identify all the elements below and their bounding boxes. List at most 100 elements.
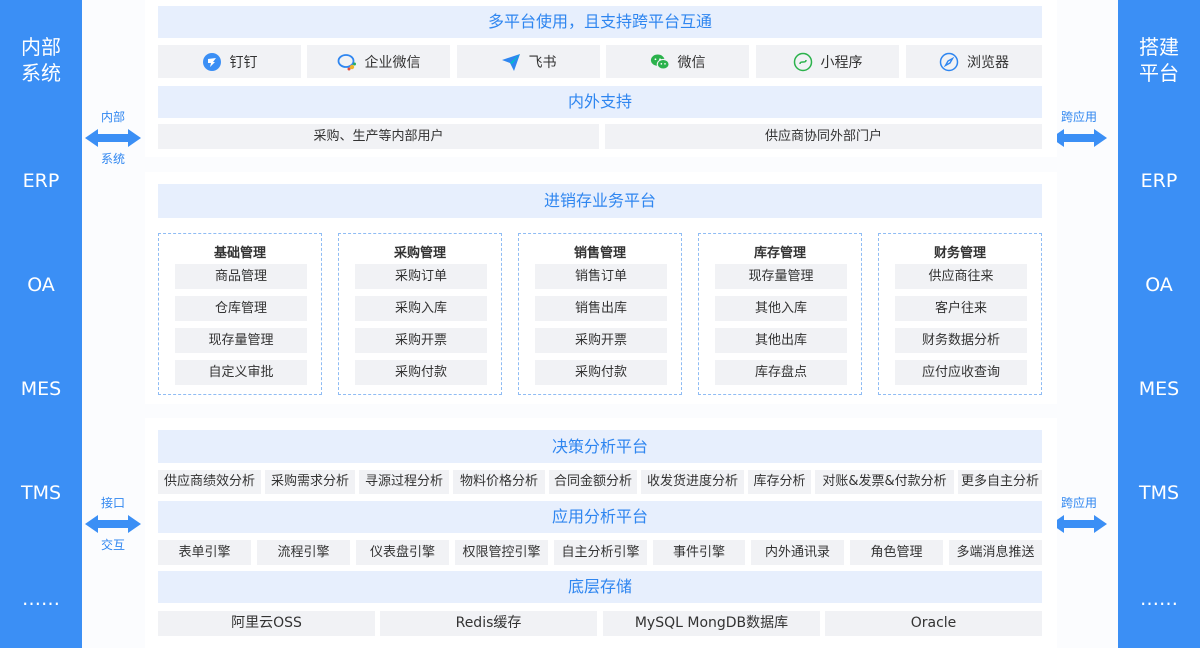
decision-row-item: 更多自主分析	[958, 470, 1042, 494]
business-group-item: 采购付款	[355, 360, 487, 385]
right-item-mes: MES	[1138, 378, 1180, 400]
business-group: 基础管理商品管理仓库管理现存量管理自定义审批	[158, 233, 322, 395]
decision-row-item: 供应商绩效分析	[158, 470, 261, 494]
business-group-item: 库存盘点	[715, 360, 847, 385]
decision-analysis-header: 决策分析平台	[158, 430, 1042, 463]
double-arrow-icon	[1051, 515, 1107, 533]
app-row-item: 自主分析引擎	[554, 540, 647, 565]
platform-miniprogram: 小程序	[756, 45, 899, 78]
multi-platform-header: 多平台使用，且支持跨平台互通	[158, 6, 1042, 38]
miniprogram-icon	[793, 52, 812, 71]
business-group-item: 采购订单	[355, 264, 487, 289]
decision-row-item: 收发货进度分析	[641, 470, 744, 494]
business-group: 销售管理销售订单销售出库采购开票采购付款	[518, 233, 682, 395]
platform-label: 飞书	[528, 54, 557, 71]
platform-feishu: 飞书	[457, 45, 600, 78]
storage-row-item: 阿里云OSS	[158, 611, 375, 636]
decision-row-item: 物料价格分析	[453, 470, 545, 494]
business-group-item: 供应商往来	[895, 264, 1027, 289]
app-row-item: 流程引擎	[257, 540, 350, 565]
left-panel-title-line1: 内部	[21, 35, 61, 59]
business-group: 采购管理采购订单采购入库采购开票采购付款	[338, 233, 502, 395]
dingtalk-icon	[202, 52, 221, 71]
business-group: 库存管理现存量管理其他入库其他出库库存盘点	[698, 233, 862, 395]
business-group-item: 采购入库	[355, 296, 487, 321]
left-internal-systems-panel: 内部 系统 ERP OA MES TMS ……	[0, 0, 82, 648]
business-group-item: 商品管理	[175, 264, 307, 289]
decision-row-item: 合同金额分析	[549, 470, 637, 494]
platform-wecom: 企业微信	[307, 45, 450, 78]
decision-row-item: 寻源过程分析	[359, 470, 449, 494]
left-panel-title: 内部 系统	[0, 34, 82, 86]
business-group-item: 仓库管理	[175, 296, 307, 321]
internal-external-support-header: 内外支持	[158, 86, 1042, 118]
business-group-item: 现存量管理	[715, 264, 847, 289]
business-platform-header: 进销存业务平台	[158, 184, 1042, 218]
wechat-icon	[650, 54, 670, 70]
support-internal-users: 采购、生产等内部用户	[158, 124, 599, 149]
right-top-connector: 跨应用	[1049, 110, 1109, 152]
right-panel-title-line2: 平台	[1139, 61, 1179, 85]
left-item-tms: TMS	[20, 482, 62, 504]
storage-header: 底层存储	[158, 571, 1042, 603]
feishu-icon	[501, 53, 520, 71]
business-group-item: 客户往来	[895, 296, 1027, 321]
app-row-item: 多端消息推送	[949, 540, 1042, 565]
business-group-item: 采购开票	[535, 328, 667, 353]
platform-wechat: 微信	[606, 45, 749, 78]
storage-row-item: Redis缓存	[380, 611, 597, 636]
business-group-item: 采购付款	[535, 360, 667, 385]
left-top-connector-label1: 内部	[100, 110, 125, 124]
business-group-item: 销售订单	[535, 264, 667, 289]
storage-row-item: MySQL MongDB数据库	[603, 611, 820, 636]
double-arrow-icon	[85, 129, 141, 147]
business-group-title: 基础管理	[213, 246, 266, 261]
left-bottom-connector-label2: 交互	[100, 538, 125, 552]
right-top-connector-label: 跨应用	[1060, 110, 1097, 124]
analysis-storage-panel: 决策分析平台 供应商绩效分析采购需求分析寻源过程分析物料价格分析合同金额分析收发…	[145, 418, 1057, 648]
double-arrow-icon	[85, 515, 141, 533]
left-item-oa: OA	[27, 274, 55, 296]
right-bottom-connector-label: 跨应用	[1060, 496, 1097, 510]
left-panel-title-line2: 系统	[21, 61, 61, 85]
business-group-item: 其他出库	[715, 328, 847, 353]
right-item-oa: OA	[1145, 274, 1173, 296]
right-build-platform-panel: 搭建 平台 ERP OA MES TMS ……	[1118, 0, 1200, 648]
app-analysis-header: 应用分析平台	[158, 501, 1042, 533]
platform-support-panel: 多平台使用，且支持跨平台互通 钉钉 企业微信 飞书 微信	[145, 0, 1057, 157]
business-group-title: 采购管理	[393, 246, 446, 261]
right-item-more: ……	[1140, 588, 1178, 610]
business-group-item: 采购开票	[355, 328, 487, 353]
decision-row-item: 对账&发票&付款分析	[815, 470, 954, 494]
app-row-item: 仪表盘引擎	[356, 540, 449, 565]
wecom-icon	[337, 53, 356, 70]
business-group-title: 库存管理	[753, 246, 806, 261]
business-group-item: 应付应收查询	[895, 360, 1027, 385]
left-bottom-connector-label1: 接口	[100, 496, 125, 510]
left-item-mes: MES	[20, 378, 62, 400]
business-group-item: 现存量管理	[175, 328, 307, 353]
left-top-connector-label2: 系统	[100, 152, 125, 166]
business-group-item: 其他入库	[715, 296, 847, 321]
app-row-item: 内外通讯录	[751, 540, 844, 565]
left-item-more: ……	[22, 588, 60, 610]
platform-browser: 浏览器	[906, 45, 1042, 78]
decision-row-item: 库存分析	[748, 470, 811, 494]
platform-label: 企业微信	[364, 54, 421, 71]
business-platform-panel: 进销存业务平台 基础管理商品管理仓库管理现存量管理自定义审批采购管理采购订单采购…	[145, 172, 1057, 404]
left-bottom-connector: 接口 交互	[83, 496, 143, 552]
platform-label: 小程序	[820, 54, 863, 71]
platform-dingtalk: 钉钉	[158, 45, 301, 78]
app-row-item: 权限管控引擎	[455, 540, 548, 565]
business-group-item: 财务数据分析	[895, 328, 1027, 353]
business-group-title: 销售管理	[573, 246, 626, 261]
right-panel-title: 搭建 平台	[1118, 34, 1200, 86]
app-row-item: 事件引擎	[653, 540, 745, 565]
browser-icon	[939, 52, 959, 71]
double-arrow-icon	[1051, 129, 1107, 147]
business-group-title: 财务管理	[933, 246, 986, 261]
app-row-item: 角色管理	[850, 540, 943, 565]
support-external-portal: 供应商协同外部门户	[605, 124, 1042, 149]
right-panel-title-line1: 搭建	[1139, 35, 1179, 59]
platform-label: 浏览器	[967, 54, 1009, 71]
